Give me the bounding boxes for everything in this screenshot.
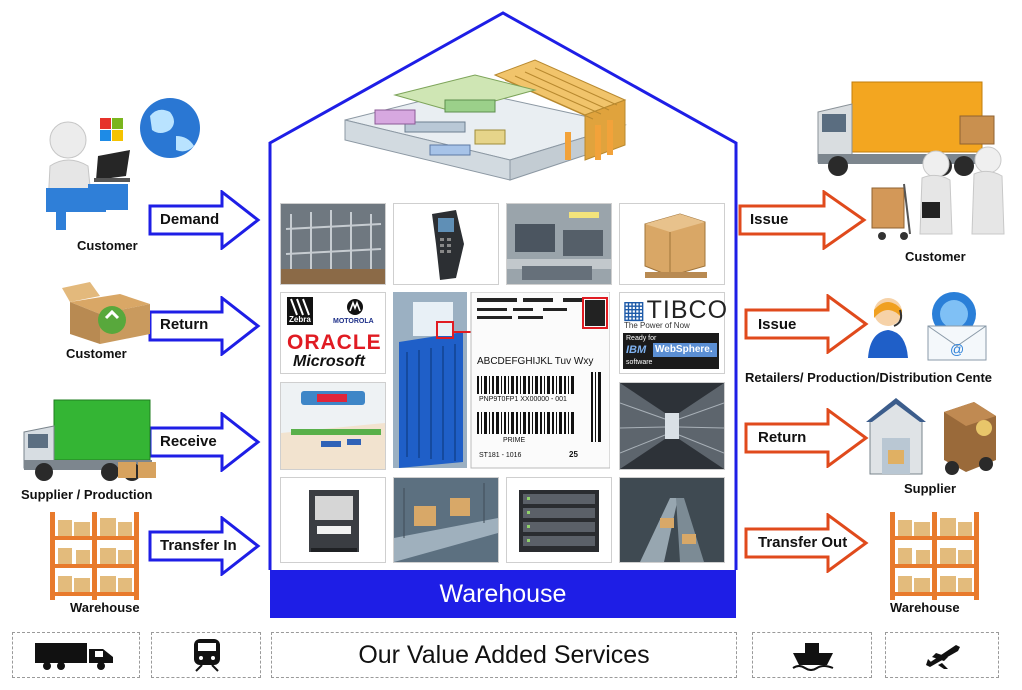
service-ship [752, 632, 872, 678]
service-train [151, 632, 261, 678]
value-added-services-box: Our Value Added Services [271, 632, 737, 678]
tibco-tagline: The Power of Now [624, 321, 690, 330]
outbound-target-warehouse: Warehouse [890, 600, 960, 615]
tile-label-printer [280, 477, 386, 563]
airplane-icon [926, 645, 960, 669]
arrow-transfer-out-label: Transfer Out [758, 534, 848, 551]
ibm-software-label: software [626, 359, 653, 366]
arrow-return-out-label: Return [758, 429, 807, 446]
arrow-return-in [148, 296, 261, 356]
arrow-demand-label: Demand [160, 211, 220, 228]
service-agent-email-icon: @ [868, 292, 987, 361]
tile-conveyor-totes [506, 203, 612, 285]
tile-handheld-scanner [393, 203, 499, 285]
arrow-transfer-in-label: Transfer In [160, 537, 237, 554]
label-qty: 25 [569, 450, 578, 459]
motorola-label: MOTOROLA [333, 318, 374, 325]
arrow-issue-customer-label: Issue [750, 211, 789, 228]
inbound-source-customer-2: Customer [66, 346, 127, 361]
arrow-return-out [744, 408, 869, 468]
tile-wrapped-pallet [619, 203, 725, 285]
zebra-label: Zebra [289, 315, 311, 324]
tile-pick-to-light [280, 382, 386, 470]
label-line1: ABCDEFGHIJKL Tuv Wxy [477, 356, 594, 367]
arrow-demand [148, 190, 261, 250]
arrow-transfer-in [148, 516, 261, 576]
warehouse-title-bar: Warehouse [270, 570, 736, 618]
return-box-icon [62, 282, 150, 344]
truck-icon [35, 643, 113, 670]
tile-tote-and-label: ABCDEFGHIJKL Tuv Wxy PNP9T0FP1 XX00000 -… [393, 292, 610, 470]
supplier-return-icon [866, 398, 996, 475]
service-truck [12, 632, 140, 678]
warehouse-shelves-icon-right [890, 512, 979, 600]
tile-asrs-aisle [619, 382, 725, 470]
arrow-transfer-out [744, 513, 869, 573]
oracle-label: ORACLE [287, 331, 382, 354]
arrow-return-in-label: Return [160, 316, 209, 333]
tile-partner-logos-left: Zebra MOTOROLA ORACLE Microsoft [280, 292, 386, 374]
ibm-websphere-badge: Ready for IBM WebSphere. software [623, 333, 719, 369]
motorola-logo-icon [347, 299, 363, 315]
services-title: Our Value Added Services [358, 641, 650, 669]
tile-sortation-line [619, 477, 725, 563]
customer-computer-icon [46, 98, 200, 230]
tile-partner-logos-right: ▦TIBCO The Power of Now Ready for IBM We… [619, 292, 729, 374]
outbound-target-retailers: Retailers/ Production/Distribution Cente [745, 370, 993, 385]
outbound-target-customer: Customer [905, 249, 966, 264]
arrow-issue-retailers [744, 294, 869, 354]
tibco-label: TIBCO [646, 296, 729, 324]
inbound-source-customer-1: Customer [77, 238, 138, 253]
label-bottom-code: ST181 - 1016 [479, 452, 522, 459]
label-barcode-text: PNP9T0FP1 XX00000 - 001 [479, 396, 567, 403]
tile-carton-conveyor [393, 477, 499, 563]
train-icon [194, 639, 220, 672]
zebra-logo: Zebra [287, 297, 313, 325]
websphere-label: WebSphere. [655, 344, 713, 355]
customer-delivery-icon [817, 81, 1005, 240]
arrow-receive [148, 412, 261, 472]
arrow-issue-retailers-label: Issue [758, 316, 797, 333]
tile-storage-cage [280, 203, 386, 285]
svg-text:@: @ [950, 341, 964, 357]
tile-server-rack [506, 477, 612, 563]
outbound-target-supplier: Supplier [904, 481, 957, 496]
warehouse-shelves-icon-left [50, 512, 139, 600]
supplier-truck-icon [23, 399, 156, 481]
arrow-receive-label: Receive [160, 433, 217, 450]
service-airplane [885, 632, 999, 678]
ibm-ready-label: Ready for [626, 335, 657, 342]
microsoft-label: Microsoft [293, 353, 365, 370]
ship-icon [792, 643, 834, 671]
inbound-source-warehouse: Warehouse [70, 600, 140, 615]
warehouse-layout-illustration [344, 59, 627, 181]
inbound-source-supplier: Supplier / Production [21, 487, 153, 502]
ibm-label: IBM [626, 344, 647, 356]
label-prime: PRIME [503, 437, 526, 444]
tibco-logo: ▦TIBCO [622, 296, 729, 324]
arrow-issue-customer [738, 190, 867, 250]
